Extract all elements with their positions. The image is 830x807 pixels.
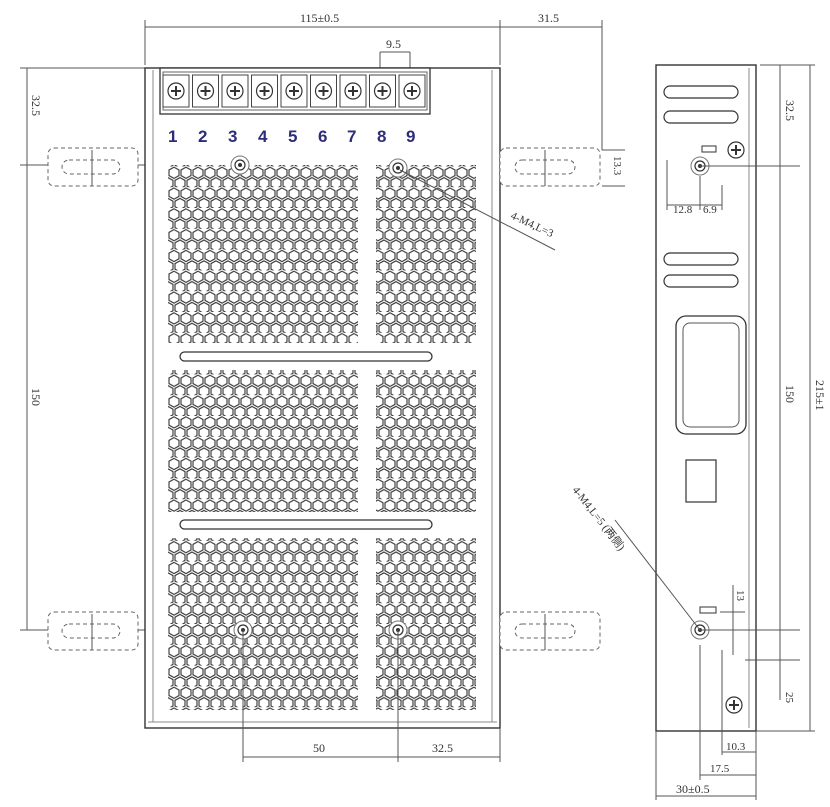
- side-dim-height-label: 215±1: [813, 380, 827, 411]
- terminal-screw-icon: [226, 82, 244, 100]
- side-dim-depth-label: 30±0.5: [676, 782, 710, 796]
- terminal-number: 8: [377, 127, 386, 146]
- slot-bar: [179, 351, 433, 362]
- terminal-number: 5: [288, 127, 297, 146]
- front-view: 115±0.5 31.5 9.5 32.5 150: [20, 11, 625, 762]
- terminal-screw-icon: [167, 82, 185, 100]
- terminal-screw-icon: [314, 82, 333, 100]
- screw-icon: [725, 696, 743, 714]
- dim-a-label: 12.8: [673, 204, 693, 216]
- dim-bottom-b-label: 32.5: [432, 741, 453, 755]
- dim-hole-spacing-label: 150: [29, 388, 43, 406]
- dim-width: [144, 20, 603, 150]
- terminal-screw-icon: [255, 82, 274, 100]
- terminal-numbers: 1 2 3 4 5 6 7 8 9: [168, 127, 415, 146]
- vent-panels: [168, 165, 476, 710]
- terminal-number: 9: [406, 127, 415, 146]
- terminal-screw-icon: [196, 82, 215, 100]
- dim-ear-label: 31.5: [538, 11, 559, 25]
- label-box: [685, 459, 717, 503]
- side-view: 12.8 6.9 32.5 150 215±1 25 13: [570, 64, 827, 800]
- dim-b-label: 6.9: [703, 204, 717, 216]
- mounting-hole: [388, 158, 408, 178]
- side-dim-hole-spacing-label: 150: [783, 385, 797, 403]
- rail-clips: [47, 147, 601, 651]
- slot-bar: [179, 519, 433, 530]
- side-dim-d-label: 25: [783, 692, 795, 704]
- holes-note-front: 4-M4,L=3: [509, 210, 556, 240]
- terminal-number: 2: [198, 127, 207, 146]
- side-window: [675, 315, 747, 435]
- terminal-number: 7: [347, 127, 356, 146]
- terminal-screw-icon: [373, 82, 392, 100]
- dim-pitch-label: 9.5: [386, 37, 401, 51]
- mounting-hole: [230, 155, 250, 175]
- dim-width-label: 115±0.5: [300, 11, 339, 25]
- terminal-number: 3: [228, 127, 237, 146]
- side-dim-f-label: 17.5: [710, 763, 730, 775]
- side-dim-e-label: 10.3: [726, 741, 746, 753]
- holes-note-side: 4-M4,L=5 (两侧): [570, 484, 628, 553]
- terminal-screw-icon: [403, 82, 421, 100]
- terminal-screw-icon: [344, 82, 362, 100]
- dim-bottom-a-label: 50: [313, 741, 325, 755]
- terminal-number: 4: [258, 127, 268, 146]
- dim-top-left-label: 32.5: [29, 95, 43, 116]
- side-dim-c-label: 13: [734, 590, 746, 602]
- terminal-number: 6: [318, 127, 327, 146]
- terminal-number: 1: [168, 127, 177, 146]
- terminal-screw-icon: [285, 82, 303, 100]
- dim-slot-label: 13.3: [611, 156, 623, 176]
- screw-icon: [727, 141, 745, 159]
- terminal-block: [159, 67, 431, 115]
- side-dim-top-label: 32.5: [783, 100, 797, 121]
